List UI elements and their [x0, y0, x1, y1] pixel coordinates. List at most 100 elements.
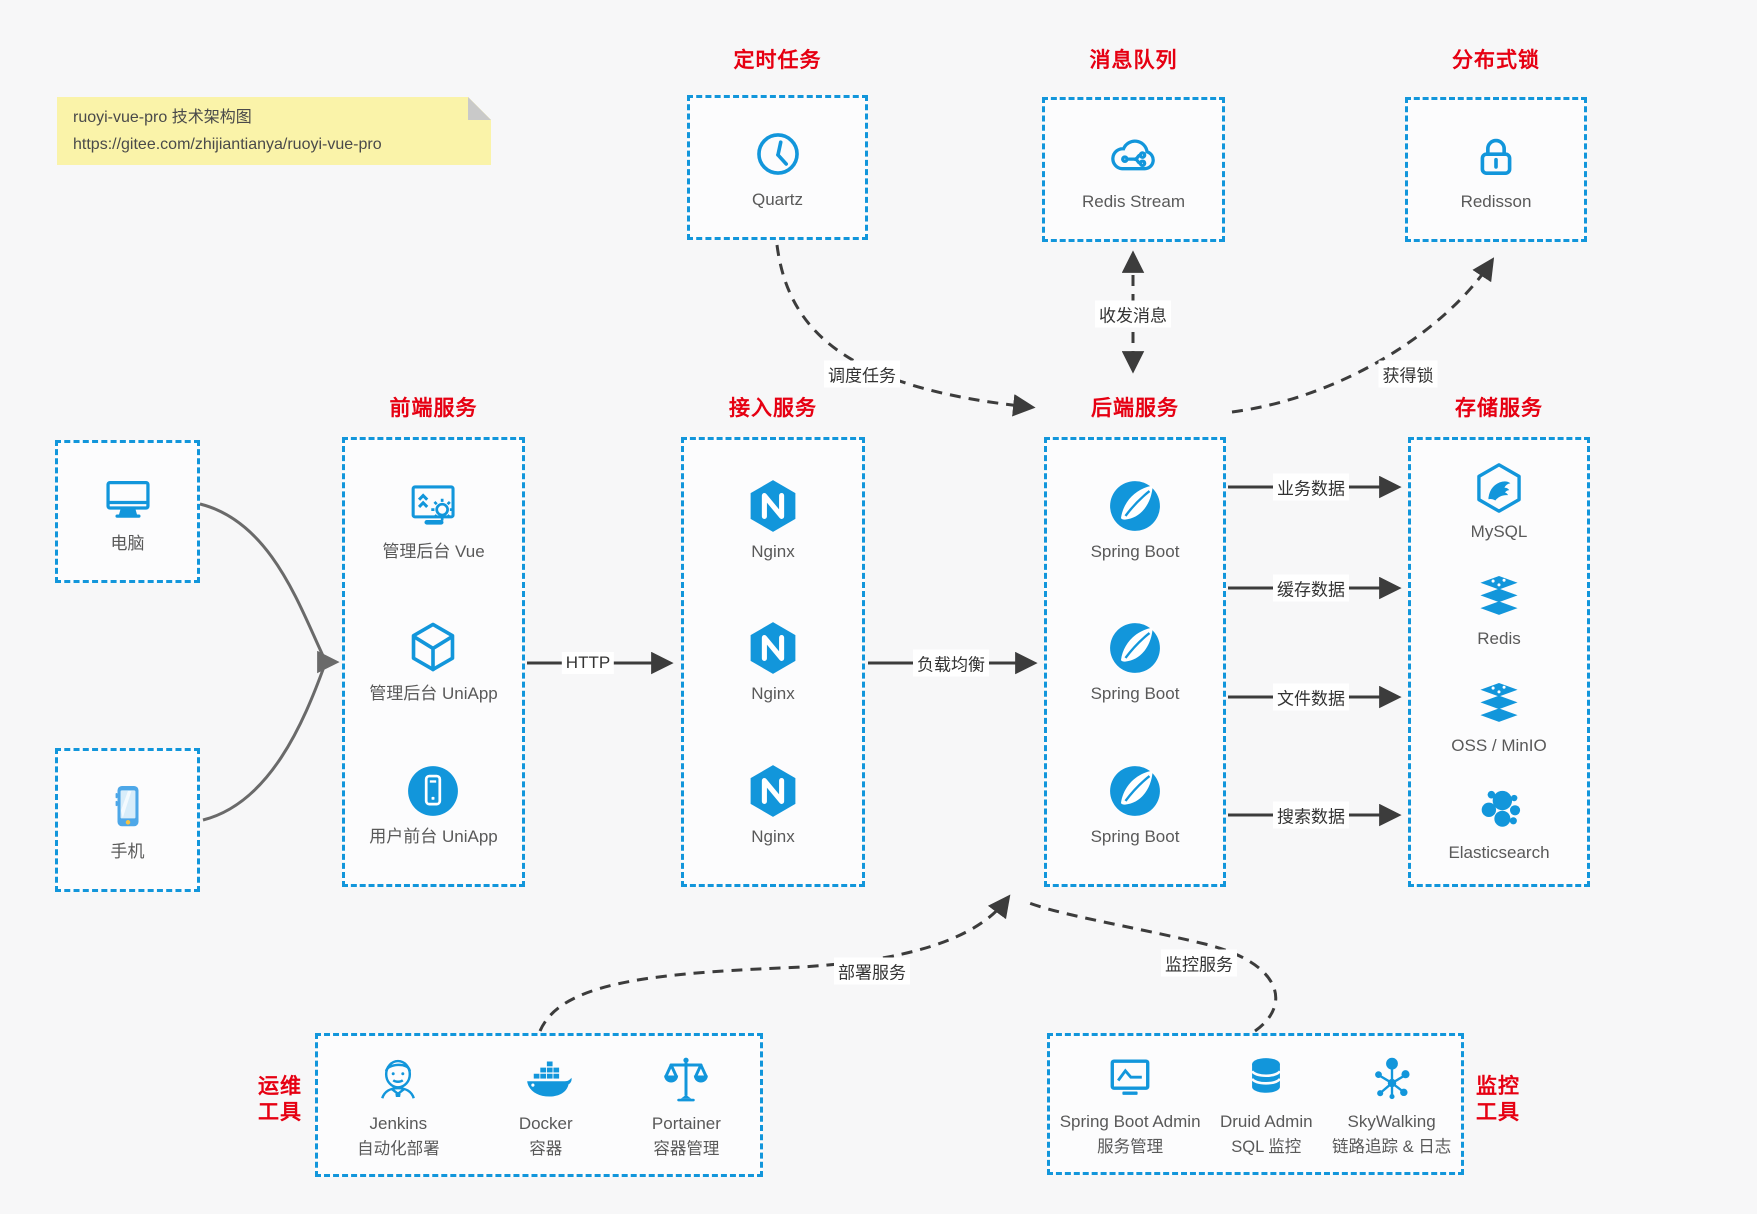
- item-label: Docker: [518, 1114, 573, 1133]
- title-monitor-tools: 监控 工具: [1476, 1075, 1520, 1124]
- title-message-queue: 消息队列: [1089, 49, 1178, 72]
- mysql-icon: [1472, 461, 1526, 515]
- item-label: 手机: [110, 841, 145, 861]
- nginx-icon: [744, 762, 802, 820]
- item-mysql: MySQL: [1470, 461, 1528, 542]
- skywalking-icon: [1365, 1051, 1419, 1105]
- item-springboot-1: Spring Boot: [1090, 477, 1180, 562]
- item-druid-admin: Druid Admin SQL 监控: [1220, 1051, 1313, 1157]
- arrow-schedule-job: [775, 244, 1036, 417]
- edge-label-deploy-service: 部署服务: [834, 957, 910, 985]
- spring-boot-icon: [1106, 762, 1164, 820]
- admin-vue-icon: [405, 477, 463, 535]
- item-label: Redis Stream: [1082, 192, 1185, 211]
- item-admin-vue: 管理后台 Vue: [382, 477, 485, 562]
- title-distributed-lock: 分布式锁: [1452, 49, 1540, 72]
- edge-label-acquire-lock: 获得锁: [1378, 360, 1438, 388]
- box-storage-services: MySQL Redis OSS / MinIO Elasticsearch: [1408, 437, 1590, 887]
- item-springboot-admin: Spring Boot Admin 服务管理: [1060, 1051, 1201, 1157]
- item-sublabel: 容器: [529, 1140, 563, 1158]
- desktop-icon: [99, 469, 157, 527]
- spring-boot-icon: [1106, 619, 1164, 677]
- storage-stack-icon: [1472, 675, 1526, 729]
- item-label: SkyWalking: [1347, 1112, 1436, 1131]
- item-label: Elasticsearch: [1448, 843, 1550, 862]
- item-label: Druid Admin: [1219, 1112, 1313, 1131]
- box-frontend-services: 管理后台 Vue 管理后台 UniApp 用户前台 UniApp: [342, 437, 525, 887]
- item-nginx-3: Nginx: [744, 762, 802, 847]
- item-nginx-1: Nginx: [744, 477, 802, 562]
- note-title: ruoyi-vue-pro 技术架构图: [73, 109, 252, 126]
- item-sublabel: SQL 监控: [1231, 1138, 1302, 1156]
- jenkins-icon: [370, 1051, 426, 1107]
- item-label: 用户前台 UniApp: [369, 827, 498, 847]
- item-label: Jenkins: [369, 1114, 428, 1133]
- box-ops-tools: Jenkins 自动化部署 Docker 容器 Portainer 容器管理: [315, 1033, 763, 1177]
- item-label: Spring Boot: [1090, 684, 1180, 704]
- edge-label-cache-data: 缓存数据: [1273, 574, 1349, 602]
- item-sublabel: 链路追踪 & 日志: [1332, 1138, 1452, 1156]
- title-frontend-services: 前端服务: [389, 397, 478, 420]
- mobile-app-icon: [404, 762, 462, 820]
- item-label: Redis: [1477, 629, 1521, 648]
- item-label: MySQL: [1470, 522, 1528, 541]
- arrow-desktop-to-frontend: [199, 502, 327, 661]
- box-monitor-tools: Spring Boot Admin 服务管理 Druid Admin SQL 监…: [1047, 1033, 1464, 1175]
- lock-icon: [1467, 127, 1525, 185]
- item-desktop: 电脑: [99, 469, 157, 554]
- item-phone: 手机: [100, 779, 156, 862]
- arrow-phone-to-frontend: [202, 663, 327, 822]
- item-elasticsearch: Elasticsearch: [1448, 782, 1550, 863]
- item-user-uniapp: 用户前台 UniApp: [369, 762, 498, 847]
- elasticsearch-icon: [1472, 782, 1526, 836]
- edge-label-search-data: 搜索数据: [1273, 801, 1349, 829]
- item-sublabel: 服务管理: [1097, 1138, 1164, 1156]
- item-label: Portainer: [651, 1114, 721, 1133]
- item-label: 管理后台 Vue: [382, 541, 485, 561]
- edge-label-file-data: 文件数据: [1273, 683, 1349, 711]
- edge-label-load-balance: 负载均衡: [913, 649, 989, 677]
- item-nginx-2: Nginx: [744, 619, 802, 704]
- item-admin-uniapp: 管理后台 UniApp: [369, 619, 498, 704]
- item-label: Nginx: [751, 827, 795, 847]
- item-label: Spring Boot: [1090, 541, 1180, 561]
- title-scheduled-tasks: 定时任务: [733, 49, 822, 72]
- item-label: OSS / MinIO: [1451, 736, 1547, 755]
- item-skywalking: SkyWalking 链路追踪 & 日志: [1332, 1051, 1451, 1157]
- item-label: Nginx: [751, 541, 795, 561]
- item-label: Quartz: [751, 190, 804, 209]
- edge-label-http: HTTP: [561, 652, 615, 674]
- title-ops-tools: 运维 工具: [258, 1075, 302, 1124]
- item-label: Redisson: [1460, 192, 1532, 211]
- note-url: https://gitee.com/zhijiantianya/ruoyi-vu…: [73, 136, 382, 153]
- box-gateway-services: Nginx Nginx Nginx: [681, 437, 865, 887]
- box-backend-services: Spring Boot Spring Boot Spring Boot: [1044, 437, 1226, 887]
- spring-boot-icon: [1106, 477, 1164, 535]
- redis-stack-icon: [1472, 568, 1526, 622]
- item-springboot-3: Spring Boot: [1090, 762, 1180, 847]
- clock-icon: [749, 125, 807, 183]
- arrow-monitor-service: [1023, 899, 1278, 1033]
- item-redisson: Redisson: [1460, 127, 1532, 212]
- edge-label-send-receive-message: 收发消息: [1095, 300, 1171, 328]
- item-quartz: Quartz: [749, 125, 807, 210]
- item-label: 电脑: [110, 534, 145, 553]
- item-redis-stream: Redis Stream: [1082, 127, 1185, 212]
- item-label: Nginx: [751, 684, 795, 704]
- item-redis: Redis: [1472, 568, 1526, 649]
- docker-icon: [518, 1051, 574, 1107]
- edge-label-schedule-job: 调度任务: [824, 360, 900, 388]
- sticky-note: ruoyi-vue-pro 技术架构图 https://gitee.com/zh…: [57, 97, 491, 165]
- druid-icon: [1239, 1051, 1293, 1105]
- item-label: Spring Boot Admin: [1059, 1112, 1201, 1131]
- nginx-icon: [744, 619, 802, 677]
- item-label: 管理后台 UniApp: [369, 684, 498, 704]
- item-sublabel: 自动化部署: [357, 1140, 440, 1158]
- item-portainer: Portainer 容器管理: [652, 1051, 721, 1159]
- springboot-admin-icon: [1103, 1051, 1157, 1105]
- edge-label-monitor-service: 监控服务: [1161, 949, 1237, 977]
- item-label: Spring Boot: [1090, 827, 1180, 847]
- title-gateway-services: 接入服务: [729, 397, 817, 420]
- smartphone-icon: [100, 779, 156, 835]
- box-mobile-client: 手机: [55, 748, 200, 892]
